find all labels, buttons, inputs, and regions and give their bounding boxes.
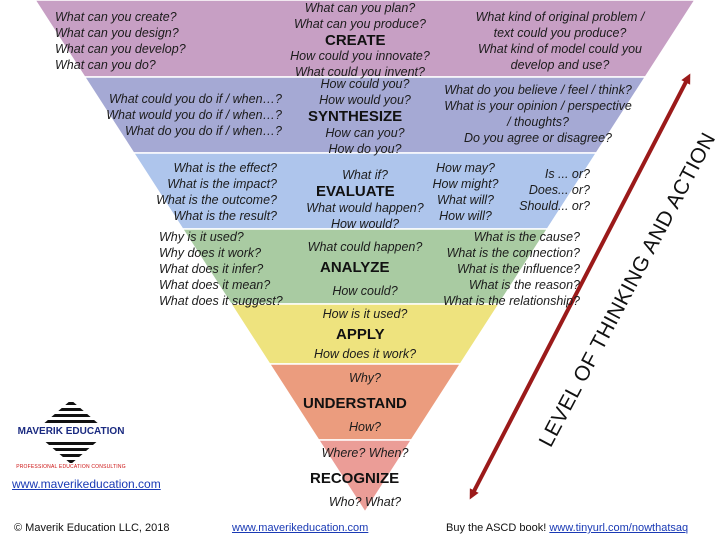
band-recognize [317,439,413,514]
understand-questions-above: Why? [349,371,381,385]
understand-questions-below: How? [349,420,381,434]
create-questions-right: What kind of original problem /text coul… [475,10,645,72]
level-analyze-label: ANALYZE [320,259,390,276]
analyze-questions-left: Why is it used?Why does it work?What doe… [159,230,283,308]
footer-book-text: Buy the ASCD book! [446,522,547,534]
synthesize-questions-below: How can you?How do you? [325,126,405,156]
analyze-questions-above: What could happen? [307,240,423,254]
synthesize-questions-left: What could you do if / when…?What would … [106,92,282,138]
logo-diamond-icon [22,400,120,464]
apply-questions-below: How does it work? [313,347,417,361]
recognize-questions-below: Who? What? [328,495,402,509]
footer: © Maverik Education LLC, 2018 www.maveri… [0,516,720,540]
footer-copyright: © Maverik Education LLC, 2018 [14,522,170,534]
logo-name: MAVERIK EDUCATION [17,426,125,437]
level-create-label: CREATE [325,32,386,49]
evaluate-questions-below: What would happen?How would? [306,201,424,231]
evaluate-questions-right: How may?How might? What will?How will? [432,161,499,223]
synthesize-questions-above: How could you?How would you? [319,77,411,107]
footer-website-link[interactable]: www.maverikeducation.com [232,522,369,534]
website-link[interactable]: www.maverikeducation.com [12,477,161,491]
level-recognize-label: RECOGNIZE [310,470,400,487]
create-questions-above: What can you plan?What can you produce? [293,1,427,31]
footer-book-link[interactable]: www.tinyurl.com/nowthatsaq [549,522,689,534]
evaluate-questions-above: What if? [342,168,388,182]
logo-tagline: PROFESSIONAL EDUCATION CONSULTING [16,464,126,470]
maverik-logo: MAVERIK EDUCATION PROFESSIONAL EDUCATION… [16,398,126,476]
evaluate-questions-right-2: Is ... or?Does... or?Should... or? [519,167,590,213]
level-arrow [469,73,691,500]
level-apply-label: APPLY [336,326,385,343]
footer-book: Buy the ASCD book! www.tinyurl.com/nowth… [446,522,688,534]
synthesize-questions-right: What do you believe / feel / think?What … [444,83,632,145]
level-understand-label: UNDERSTAND [303,395,407,412]
analyze-questions-right: What is the cause?What is the connection… [443,230,580,308]
level-evaluate-label: EVALUATE [316,183,395,200]
analyze-questions-below: How could? [332,284,398,298]
footer-website-wrap: www.maverikeducation.com [232,522,368,534]
create-questions-left: What can you create?What can you design?… [55,10,186,72]
recognize-questions-above: Where? When? [321,446,409,460]
apply-questions-above: How is it used? [322,307,408,321]
create-questions-below: How could you innovate?What could you in… [290,49,430,79]
evaluate-questions-left: What is the effect?What is the impact? W… [156,161,277,223]
level-synthesize-label: SYNTHESIZE [308,108,403,125]
